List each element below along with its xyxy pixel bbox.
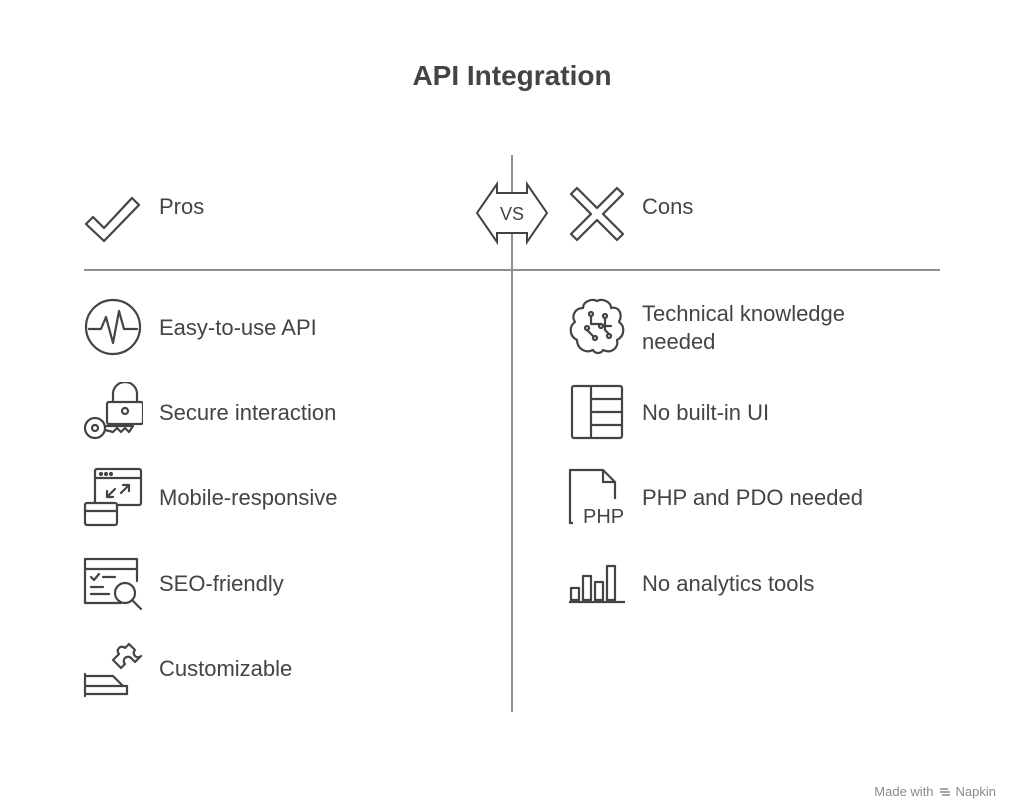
cons-item-label: No analytics tools: [642, 571, 815, 596]
pros-item-label: Customizable: [159, 656, 293, 681]
vs-label: VS: [500, 204, 524, 224]
vertical-divider: [511, 155, 513, 712]
brain-circuit-icon: [567, 296, 627, 356]
cons-header: Cons: [642, 194, 694, 219]
php-file-icon: PHP: [567, 467, 627, 527]
vs-badge: VS: [473, 180, 551, 246]
cons-item-label: PHP and PDO needed: [642, 485, 863, 510]
pros-item-label: Mobile-responsive: [159, 485, 338, 510]
responsive-screens-icon: [83, 467, 143, 527]
footer-credit: Made with Napkin: [874, 784, 996, 799]
pulse-icon: [83, 297, 143, 357]
seo-search-icon: [83, 553, 143, 613]
cross-icon: [567, 184, 627, 244]
horizontal-divider: [84, 269, 940, 271]
bar-chart-icon: [567, 554, 627, 614]
footer-brand: Napkin: [955, 784, 996, 799]
cons-item-label: No built-in UI: [642, 400, 770, 425]
key-lock-icon: [83, 382, 143, 442]
cons-item-label: Technical knowledge needed: [642, 301, 846, 354]
checkmark-icon: [82, 186, 142, 246]
pros-item-label: Easy-to-use API: [159, 315, 317, 340]
napkin-logo-icon: [939, 787, 950, 796]
pros-item-label: SEO-friendly: [159, 571, 284, 596]
pros-header: Pros: [159, 194, 205, 219]
puzzle-hand-icon: [83, 638, 143, 698]
svg-text:PHP: PHP: [583, 506, 624, 527]
pros-item-label: Secure interaction: [159, 400, 337, 425]
page-title: API Integration: [412, 60, 612, 91]
layout-panel-icon: [567, 382, 627, 442]
footer-prefix: Made with: [874, 784, 934, 799]
